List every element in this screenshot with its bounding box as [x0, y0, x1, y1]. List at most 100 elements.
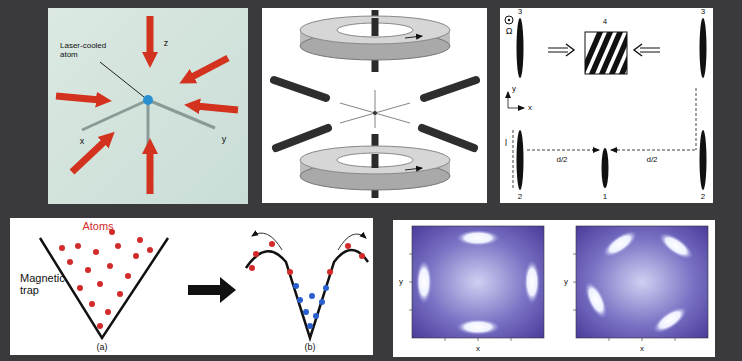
density-plot-panel-part-part	[642, 338, 643, 341]
lattice-panel-part	[612, 150, 696, 151]
evaporation-panel-part-part	[253, 251, 259, 257]
atoms-label: Atoms	[82, 220, 113, 232]
mot-panel-part	[276, 128, 328, 148]
laser-cooling-panel-part	[147, 100, 150, 150]
evaporation-panel-part-part	[345, 243, 351, 249]
lattice-panel-part	[585, 32, 627, 74]
evaporation-panel-part-part	[97, 323, 103, 329]
mot-panel	[262, 8, 487, 203]
lattice-panel-part	[592, 150, 599, 151]
evaporation-panel-part	[40, 238, 168, 338]
density-plot-panel-part	[456, 319, 500, 335]
axis-label: z	[164, 39, 169, 49]
evaporation-panel-part	[246, 250, 368, 338]
lattice-panel-part	[527, 150, 598, 151]
lattice-panel-part-part	[618, 32, 627, 74]
evaporation-panel-part-part	[313, 313, 319, 319]
lattice-panel-part	[517, 18, 524, 78]
lattice-panel-part	[640, 48, 660, 52]
evaporation-panel-part-part	[323, 285, 329, 291]
lattice-panel-part	[517, 130, 524, 190]
density-plot-panel-part-part	[573, 310, 576, 311]
laser-cooling-panel-part	[143, 95, 153, 105]
density-plot-panel-part-part	[675, 338, 676, 341]
evaporation-panel-part	[293, 283, 329, 329]
laser-cooling-panel-part	[72, 140, 106, 172]
mot-panel-part	[300, 146, 450, 174]
density-plot-panel-part-part	[409, 254, 412, 255]
lattice-panel-part	[548, 48, 568, 52]
density-plot-panel-part-part	[609, 338, 610, 341]
lattice-panel-part	[508, 92, 509, 108]
laser-cooling-panel-part	[100, 62, 144, 97]
axis-label: y	[222, 135, 227, 145]
lattice-panel-part	[500, 8, 713, 203]
density-plot-panel-part	[416, 260, 432, 304]
dimension-label: d/2	[556, 156, 567, 165]
lattice-panel-part	[700, 130, 707, 190]
laser-cooling-panel	[48, 8, 248, 204]
mot-panel-part	[375, 90, 376, 128]
mot-panel-part	[424, 80, 476, 98]
laser-cooling-panel-part	[82, 100, 148, 130]
evaporation-panel-part-part	[89, 301, 95, 307]
density-plot-panel-part-part	[445, 338, 446, 341]
lattice-panel-part	[696, 88, 697, 150]
density-plot-panel-part-part	[573, 282, 576, 283]
evaporation-panel-part-part	[327, 269, 333, 275]
evaporation-panel-part-part	[249, 265, 255, 271]
mot-panel-part	[337, 153, 413, 167]
evaporation-panel-part-part	[67, 259, 73, 265]
dimension-label: l	[505, 139, 507, 149]
lattice-panel-part	[611, 150, 618, 151]
mot-panel-part	[274, 80, 326, 98]
density-plot-panel-part	[580, 278, 611, 321]
lattice-panel-part	[700, 18, 707, 78]
density-plot-panel-part-part	[409, 282, 412, 283]
evaporation-panel-part-part	[307, 323, 313, 329]
axis-label: x	[476, 345, 480, 354]
axis-label: y	[564, 278, 568, 287]
density-plot-panel-part	[412, 226, 544, 338]
density-plot-panel-part-part	[478, 338, 479, 341]
lattice-panel-part	[508, 19, 510, 21]
evaporation-panel-part	[59, 229, 153, 329]
mot-panel-part	[372, 18, 379, 36]
density-plot-panel-part-part	[573, 254, 576, 255]
density-plot-panel-part	[456, 230, 500, 246]
site-number: 1	[603, 193, 607, 202]
panel-label: (b)	[305, 343, 316, 353]
evaporation-panel-part-part	[319, 299, 325, 305]
trap-label: Magnetic trap	[20, 272, 60, 296]
evaporation-panel-part-part	[107, 263, 113, 269]
evaporation-panel-part	[249, 241, 365, 275]
site-number: 2	[518, 193, 522, 202]
panel-label: (a)	[97, 343, 108, 353]
rotation-symbol: Ω	[506, 27, 513, 37]
axis-label: x	[528, 104, 532, 113]
lattice-panel-part	[634, 44, 642, 56]
evaporation-panel-part-part	[297, 297, 303, 303]
lattice-panel	[500, 8, 713, 203]
density-plot-panel-part-part	[511, 338, 512, 341]
evaporation-panel-part-part	[59, 245, 65, 251]
mot-panel-part	[405, 36, 422, 38]
axis-label: x	[80, 137, 85, 147]
evaporation-panel-part-part	[125, 273, 131, 279]
laser-cooling-panel-part	[147, 150, 154, 194]
laser-cooling-panel-part	[190, 58, 228, 78]
axis-label: y	[399, 278, 403, 287]
density-plot-panel-part	[576, 226, 708, 338]
laser-cooling-panel-part	[196, 106, 238, 110]
laser-cooling-panel-part	[56, 96, 100, 100]
callout-label: Laser-cooled atom	[60, 42, 112, 60]
evaporation-panel-part	[188, 277, 236, 303]
density-plot-panel-part	[599, 226, 641, 262]
evaporation-panel-part-part	[77, 285, 83, 291]
evaporation-panel-part-part	[85, 267, 91, 273]
lattice-panel-part	[508, 108, 524, 109]
laser-cooling-panel-part	[147, 16, 154, 56]
evaporation-panel-part-part	[287, 269, 293, 275]
mot-panel-part	[262, 8, 487, 203]
